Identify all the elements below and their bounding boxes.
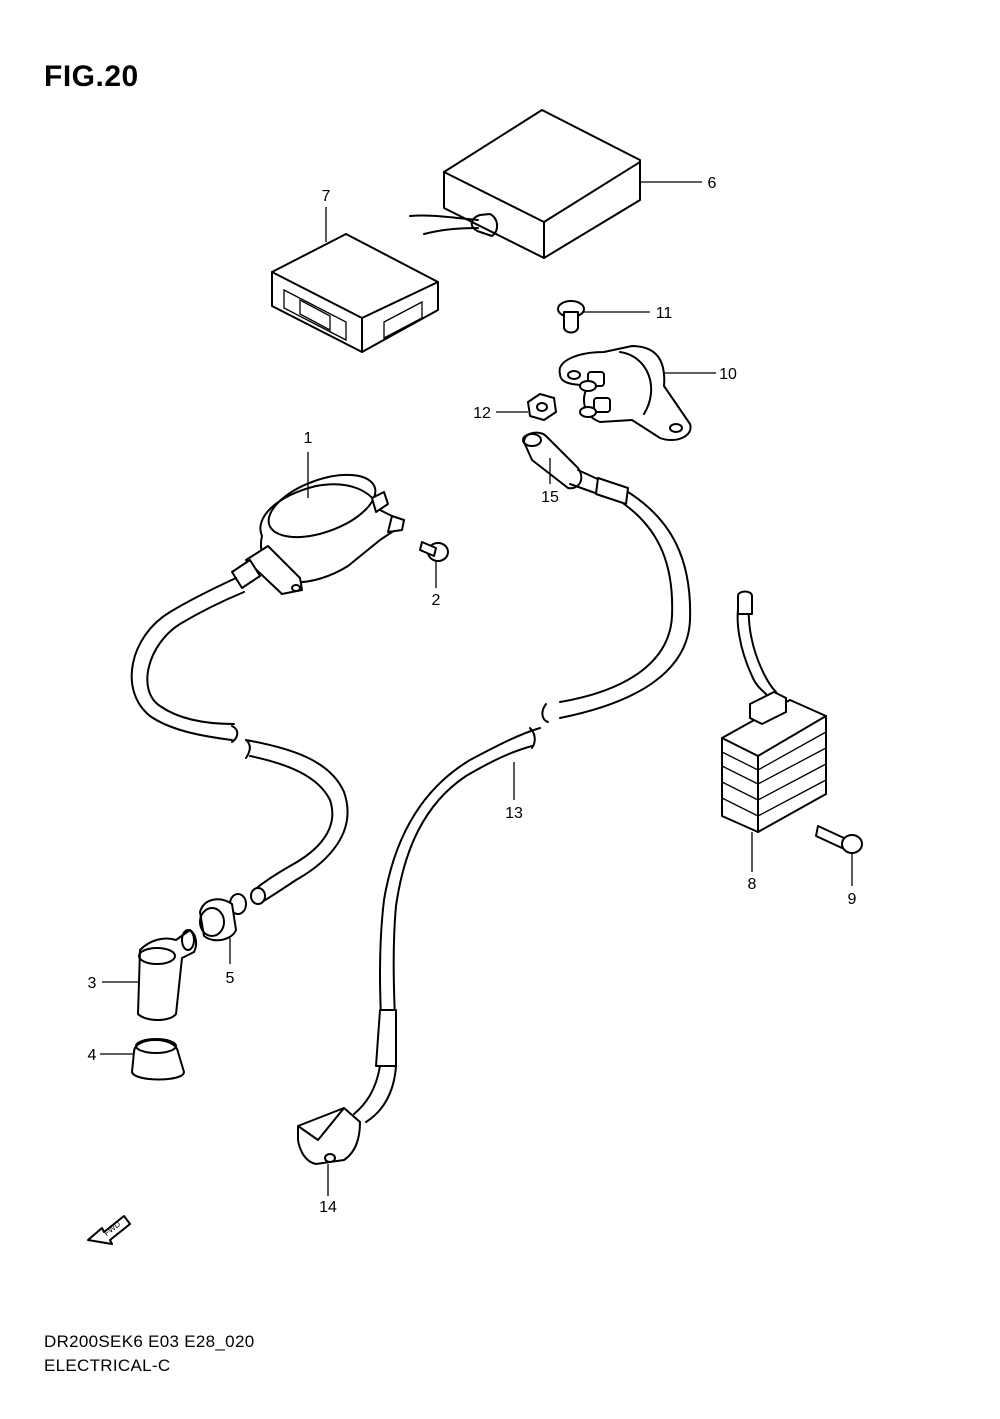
- part-6-control-unit[interactable]: [409, 109, 641, 259]
- part-4-cap[interactable]: [131, 1038, 185, 1081]
- part-15-terminal-cap[interactable]: [522, 431, 583, 490]
- callout-8: 8: [748, 876, 757, 893]
- callout-4: 4: [88, 1047, 97, 1064]
- callout-7: 7: [322, 188, 331, 205]
- part-10-starter-relay[interactable]: [558, 345, 692, 442]
- part-14-terminal-cover[interactable]: [297, 1107, 361, 1165]
- part-3-plug-cap[interactable]: [137, 929, 198, 1021]
- callout-15: 15: [541, 489, 559, 506]
- callout-13: 13: [505, 805, 523, 822]
- callout-6: 6: [708, 175, 717, 192]
- callout-2: 2: [432, 592, 441, 609]
- fwd-arrow-icon: FWD: [87, 1215, 131, 1245]
- part-2-screw[interactable]: [419, 541, 449, 562]
- part-8-regulator-rectifier[interactable]: [721, 590, 827, 833]
- part-11-bolt[interactable]: [557, 300, 585, 334]
- callout-3: 3: [88, 975, 97, 992]
- part-9-bolt[interactable]: [815, 825, 863, 854]
- callout-14: 14: [319, 1199, 337, 1216]
- part-13-battery-lead[interactable]: [353, 469, 692, 1123]
- leader-lines: [100, 181, 853, 1196]
- callout-11: 11: [656, 305, 673, 322]
- callout-9: 9: [848, 891, 857, 908]
- callout-1: 1: [304, 430, 313, 447]
- figure-name: ELECTRICAL-C: [44, 1356, 171, 1375]
- figure-code: DR200SEK6 E03 E28_020: [44, 1332, 255, 1351]
- plug-cord: [130, 577, 349, 905]
- figure-title: FIG.20: [44, 60, 139, 93]
- part-7-ecu[interactable]: [271, 233, 439, 353]
- callout-10: 10: [719, 366, 737, 383]
- part-12-nut[interactable]: [527, 393, 557, 421]
- part-1-ignition-coil[interactable]: [231, 462, 405, 595]
- callout-labels: 1 2 3 4 5 6 7 8 9 10 11 12 13 14 15: [88, 175, 857, 1216]
- part-5-grommet[interactable]: [199, 893, 247, 942]
- callout-5: 5: [226, 970, 235, 987]
- callout-12: 12: [473, 405, 491, 422]
